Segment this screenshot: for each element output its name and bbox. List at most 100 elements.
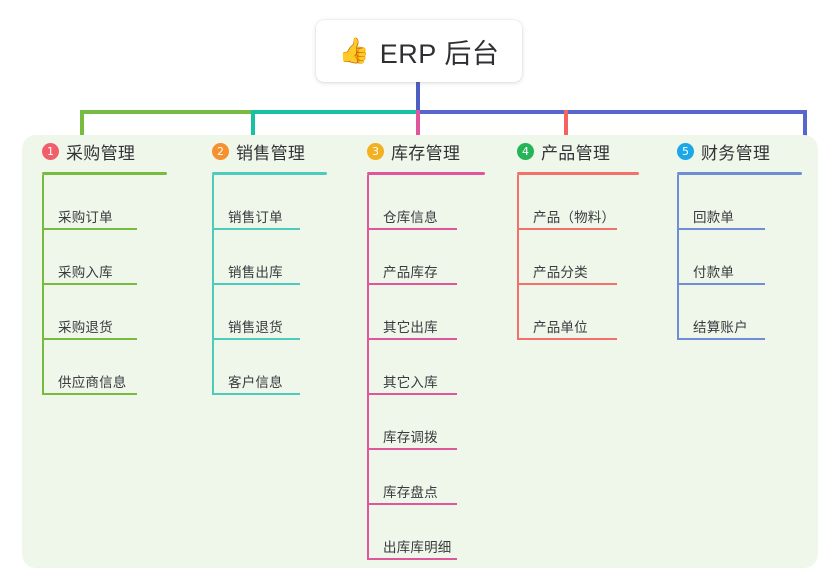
column-number-badge: 1: [42, 142, 59, 160]
list-item-underline: [42, 283, 137, 285]
list-item-underline: [212, 393, 300, 395]
list-item[interactable]: 其它出库: [367, 285, 497, 340]
list-item-label: 其它入库: [383, 375, 438, 390]
drop-line-inventory: [416, 110, 420, 145]
bar-segment-blue: [416, 110, 807, 114]
list-item-label: 采购入库: [58, 265, 113, 280]
column-items: 回款单付款单结算账户: [657, 175, 818, 340]
list-item-underline: [677, 228, 765, 230]
column-spine: [42, 175, 44, 395]
list-item[interactable]: 仓库信息: [367, 175, 497, 230]
column-header-3[interactable]: 3 库存管理: [347, 138, 497, 164]
list-item-underline: [367, 448, 457, 450]
mindmap-panel: [22, 135, 818, 568]
list-item[interactable]: 回款单: [677, 175, 818, 230]
column-number-badge: 4: [517, 142, 534, 160]
list-item-label: 仓库信息: [383, 210, 438, 225]
list-item-label: 销售订单: [228, 210, 283, 225]
list-item[interactable]: 销售退货: [212, 285, 347, 340]
bar-segment-green: [80, 110, 255, 114]
column-header-4[interactable]: 4 产品管理: [497, 138, 657, 164]
column-items: 采购订单采购入库采购退货供应商信息: [22, 175, 192, 395]
list-item-underline: [42, 393, 137, 395]
column-1: 1 采购管理采购订单采购入库采购退货供应商信息: [22, 138, 192, 568]
column-3: 3 库存管理仓库信息产品库存其它出库其它入库库存调拨库存盘点出库库明细: [347, 138, 497, 568]
list-item-underline: [367, 283, 457, 285]
column-items: 产品（物料） 产品分类产品单位: [497, 175, 657, 340]
list-item-label: 产品库存: [383, 265, 438, 280]
column-items: 销售订单销售出库销售退货客户信息: [192, 175, 347, 395]
list-item-underline: [517, 283, 617, 285]
column-title: 库存管理: [391, 143, 461, 163]
column-accent-rule: [212, 172, 327, 175]
list-item-underline: [367, 503, 457, 505]
list-item[interactable]: 库存调拨: [367, 395, 497, 450]
root-stem: [416, 80, 420, 113]
column-number-badge: 3: [367, 142, 384, 160]
list-item-underline: [517, 228, 617, 230]
list-item-label: 产品单位: [533, 320, 588, 335]
list-item-label: 销售退货: [228, 320, 283, 335]
list-item-label: 付款单: [693, 265, 735, 280]
list-item[interactable]: 供应商信息: [42, 340, 192, 395]
list-item-underline: [517, 338, 617, 340]
column-accent-rule: [367, 172, 485, 175]
list-item-underline: [367, 338, 457, 340]
bar-segment-teal: [253, 110, 418, 114]
list-item[interactable]: 销售出库: [212, 230, 347, 285]
drop-line-purchasing: [80, 110, 84, 145]
list-item[interactable]: 其它入库: [367, 340, 497, 395]
drop-line-product: [564, 110, 568, 145]
list-item[interactable]: 产品库存: [367, 230, 497, 285]
list-item[interactable]: 采购订单: [42, 175, 192, 230]
column-accent-rule: [517, 172, 639, 175]
list-item[interactable]: 采购退货: [42, 285, 192, 340]
list-item-label: 其它出库: [383, 320, 438, 335]
column-header-1[interactable]: 1 采购管理: [22, 138, 192, 164]
list-item[interactable]: 采购入库: [42, 230, 192, 285]
list-item-underline: [367, 393, 457, 395]
list-item[interactable]: 出库库明细: [367, 505, 497, 560]
column-spine: [517, 175, 519, 340]
list-item-underline: [42, 228, 137, 230]
list-item-underline: [677, 338, 765, 340]
list-item-underline: [212, 283, 300, 285]
column-spine: [212, 175, 214, 395]
column-title: 产品管理: [541, 143, 611, 163]
list-item-underline: [42, 338, 137, 340]
column-spine: [367, 175, 369, 560]
list-item-label: 库存盘点: [383, 485, 438, 500]
list-item[interactable]: 产品单位: [517, 285, 657, 340]
list-item-label: 采购订单: [58, 210, 113, 225]
column-accent-rule: [42, 172, 167, 175]
root-node-card[interactable]: 👍 ERP 后台: [316, 20, 522, 82]
list-item-label: 产品（物料）: [533, 210, 616, 225]
drop-line-finance: [803, 110, 807, 145]
column-title: 财务管理: [701, 143, 771, 163]
page-title: ERP 后台: [379, 38, 500, 69]
column-items: 仓库信息产品库存其它出库其它入库库存调拨库存盘点出库库明细: [347, 175, 497, 560]
column-4: 4 产品管理产品（物料） 产品分类产品单位: [497, 138, 657, 568]
list-item[interactable]: 结算账户: [677, 285, 818, 340]
column-accent-rule: [677, 172, 802, 175]
list-item-label: 产品分类: [533, 265, 588, 280]
list-item-label: 库存调拨: [383, 430, 438, 445]
list-item[interactable]: 库存盘点: [367, 450, 497, 505]
list-item[interactable]: 产品分类: [517, 230, 657, 285]
list-item-underline: [212, 228, 300, 230]
list-item-label: 出库库明细: [383, 540, 452, 555]
drop-line-sales: [251, 110, 255, 145]
list-item[interactable]: 销售订单: [212, 175, 347, 230]
list-item[interactable]: 付款单: [677, 230, 818, 285]
column-title: 采购管理: [66, 143, 136, 163]
list-item-underline: [367, 558, 457, 560]
list-item[interactable]: 产品（物料）: [517, 175, 657, 230]
list-item-label: 供应商信息: [58, 375, 127, 390]
list-item[interactable]: 客户信息: [212, 340, 347, 395]
list-item-underline: [677, 283, 765, 285]
list-item-label: 销售出库: [228, 265, 283, 280]
